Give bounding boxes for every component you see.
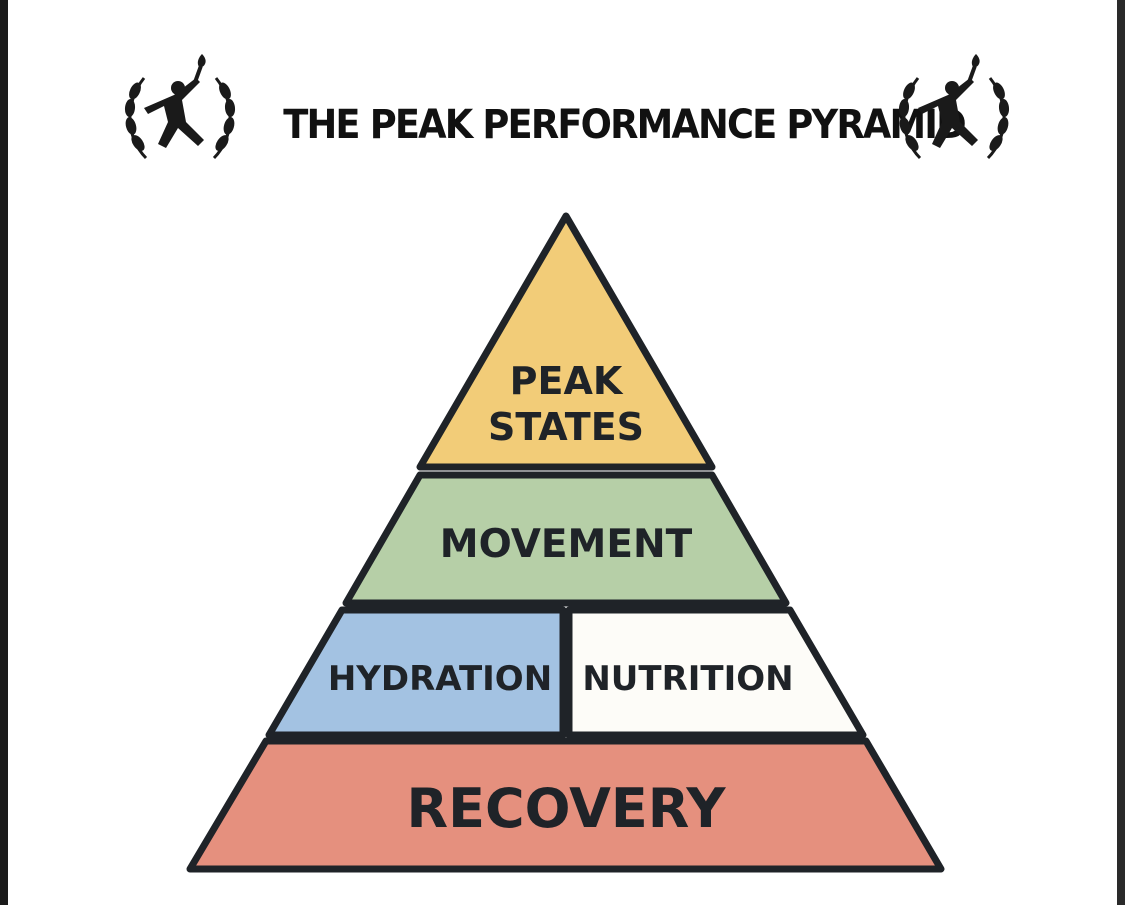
pyramid-diagram: PEAK STATES MOVEMENT HYDRATION NUTRITION… xyxy=(186,212,945,873)
tier-label-recovery: RECOVERY xyxy=(407,777,727,840)
tier-label-peak-line1: PEAK xyxy=(510,359,624,403)
tier-label-hydration: HYDRATION xyxy=(328,659,552,699)
tier-label-peak-line2: STATES xyxy=(488,405,644,449)
tier-recovery xyxy=(186,737,945,873)
torch-runner-emblem-right-icon xyxy=(898,54,1010,160)
tier-hydration xyxy=(265,606,567,739)
torch-runner-emblem-left-icon xyxy=(124,54,236,160)
tier-peak-states xyxy=(416,212,716,471)
tier-label-movement: MOVEMENT xyxy=(440,522,693,567)
page-edge xyxy=(1117,0,1125,905)
tier-movement xyxy=(342,471,790,607)
tier-label-nutrition: NUTRITION xyxy=(582,659,793,699)
tier-nutrition xyxy=(565,606,867,739)
poster-page: THE PEAK PERFORMANCE PYRAMID xyxy=(8,0,1117,905)
page-title: THE PEAK PERFORMANCE PYRAMID xyxy=(283,102,966,148)
